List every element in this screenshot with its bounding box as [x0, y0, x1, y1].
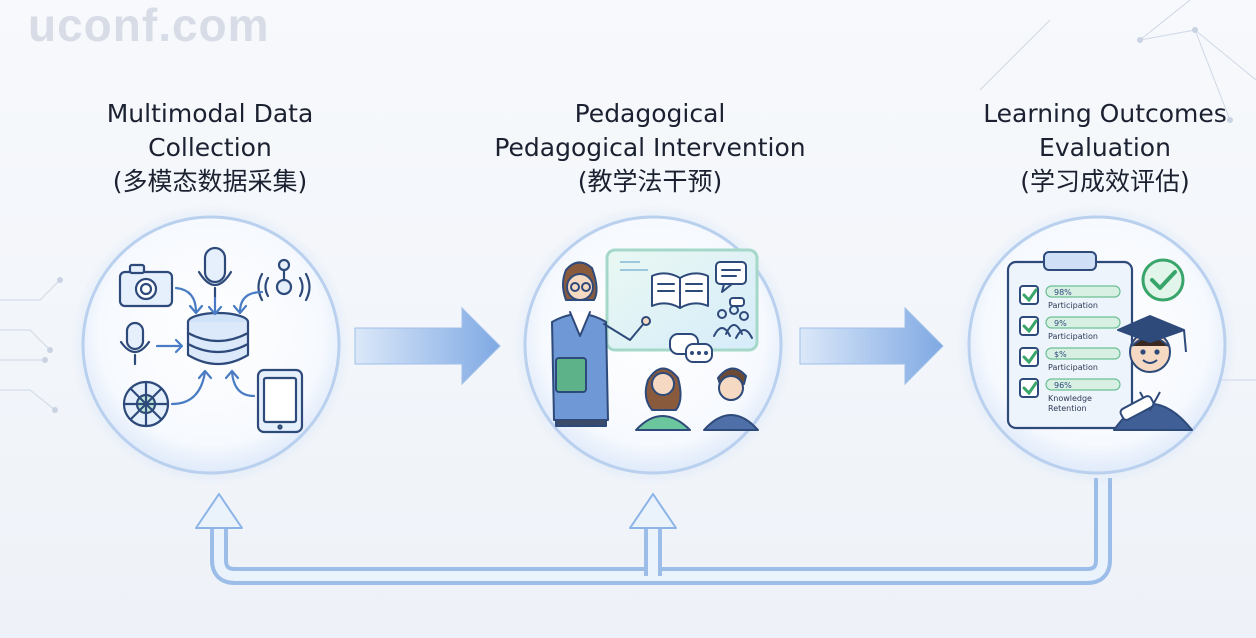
camera-icon — [118, 263, 174, 308]
eye-tracking-icon — [122, 380, 170, 428]
chat-bubble-icon — [715, 261, 747, 293]
title-line: Pedagogical Intervention — [494, 133, 806, 162]
checklist-row: 9% Participation — [1019, 316, 1121, 341]
progress-pill — [1045, 316, 1121, 329]
check-mark-icon — [1022, 288, 1038, 303]
checkbox — [1019, 347, 1039, 367]
check-mark-icon — [1022, 350, 1038, 365]
checklist-value: 9% — [1054, 319, 1067, 328]
evaluation-checklist: 98% Participation 9% Participation $% Partici… — [1019, 285, 1121, 413]
checklist-label: Participation — [1048, 332, 1098, 341]
checklist-row: $% Participation — [1019, 347, 1121, 372]
title-line: (教学法干预) — [577, 167, 723, 196]
data-flow-arrows — [155, 286, 264, 406]
tablet-icon — [256, 368, 304, 434]
success-check-icon — [1141, 258, 1185, 302]
stage-title-evaluation: Learning Outcomes Evaluation (学习成效评估) — [965, 97, 1245, 199]
book-icon — [651, 272, 709, 309]
check-mark-icon — [1022, 381, 1038, 396]
title-line: (学习成效评估) — [1020, 167, 1190, 196]
stage-title-intervention: Pedagogical Pedagogical Intervention (教学… — [470, 97, 830, 199]
progress-pill — [1045, 285, 1121, 298]
student-figure-2 — [703, 367, 759, 431]
discussion-bubble-icon — [669, 333, 713, 363]
title-line: Multimodal Data — [106, 99, 314, 128]
checklist-label: Participation — [1048, 301, 1098, 310]
microphone-icon — [197, 246, 233, 300]
checkbox — [1019, 378, 1039, 398]
checklist-value: 96% — [1054, 381, 1072, 390]
checkbox — [1019, 285, 1039, 305]
database-icon — [186, 311, 250, 365]
watermark: uconf.com — [28, 0, 270, 51]
stage-title-data-collection: Multimodal Data Collection (多模态数据采集) — [60, 97, 360, 199]
title-line: (多模态数据采集) — [112, 167, 308, 196]
progress-pill — [1045, 347, 1121, 360]
checklist-label: Participation — [1048, 363, 1098, 372]
arrow-forward-2 — [799, 306, 944, 386]
progress-pill — [1045, 378, 1121, 391]
checklist-value: 98% — [1054, 288, 1072, 297]
checklist-label: Knowledge — [1048, 394, 1092, 403]
group-icon — [713, 297, 753, 339]
title-line: Learning Outcomes — [983, 99, 1227, 128]
student-figure-1 — [635, 367, 691, 431]
checklist-row: 98% Participation — [1019, 285, 1121, 310]
checklist-value: $% — [1054, 350, 1067, 359]
feedback-loop-arrow — [195, 478, 1112, 585]
check-mark-icon — [1022, 319, 1038, 334]
sensor-icon — [257, 258, 311, 302]
checklist-label: Retention — [1048, 404, 1087, 413]
graduate-figure — [1113, 315, 1193, 431]
title-line: Collection — [148, 133, 272, 162]
title-line: Evaluation — [1039, 133, 1171, 162]
teacher-figure — [551, 261, 651, 427]
arrow-forward-1 — [354, 306, 501, 386]
title-line: Pedagogical — [574, 99, 726, 128]
microphone-left-icon — [119, 321, 151, 366]
checkbox — [1019, 316, 1039, 336]
